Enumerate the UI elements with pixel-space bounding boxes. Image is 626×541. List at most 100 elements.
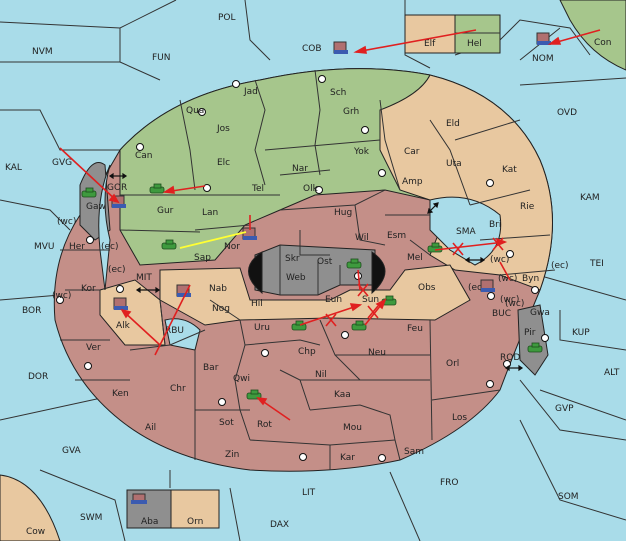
province-label: Aba <box>141 517 158 527</box>
province-orn-shape[interactable] <box>170 489 220 529</box>
sea-label: OVD <box>557 108 577 118</box>
province-label: Neu <box>368 348 386 358</box>
province-label: Qua <box>186 106 204 116</box>
province-elf-shape[interactable] <box>404 14 456 54</box>
province-label: Uru <box>254 323 270 333</box>
province-label: Orn <box>187 517 203 527</box>
province-label: Nar <box>292 164 308 174</box>
army-unit[interactable] <box>149 183 165 194</box>
fleet-unit[interactable] <box>480 279 495 292</box>
province-label: Car <box>404 147 420 157</box>
province-label: Gwa <box>530 308 550 318</box>
army-unit[interactable] <box>427 242 443 253</box>
province-label: Eld <box>446 119 460 129</box>
sea-label: SOM <box>558 492 579 502</box>
province-label: Skr <box>285 254 300 264</box>
province-label: Mou <box>343 423 362 433</box>
strait-labels: GOR SMA MIT RBU BUC ROD <box>107 183 520 363</box>
sea-label: DOR <box>28 372 48 382</box>
army-unit[interactable] <box>291 320 307 331</box>
sea-label: SWM <box>80 513 102 523</box>
province-black-west <box>248 251 263 295</box>
strait-arrows <box>108 172 524 372</box>
province-label: Kar <box>340 453 355 463</box>
province-label: Sch <box>330 88 346 98</box>
province-label: Obs <box>418 283 436 293</box>
province-label: Qwi <box>233 374 250 384</box>
province-label: Elc <box>217 158 230 168</box>
province-label: Nor <box>224 242 240 252</box>
coast-labels: (wc) (ec) (wc) (ec) (ec) (wc) (wc) (ec) … <box>52 217 569 309</box>
region-inner-tan <box>159 264 471 326</box>
strait-label: RBU <box>165 326 184 336</box>
province-label: Grh <box>343 107 359 117</box>
province-hel-shape[interactable] <box>454 14 501 54</box>
province-label: Feu <box>407 324 423 334</box>
strait-label: MIT <box>136 273 152 283</box>
province-label: Pir <box>524 328 536 338</box>
province-label: Kaa <box>334 390 351 400</box>
province-label: Ost <box>317 257 333 267</box>
coast-label: (ec) <box>468 283 486 293</box>
sea-labels: POL NVM FUN COB NOM Con OVD KAL GVG KAM … <box>5 13 620 537</box>
province-label: Jad <box>243 87 258 97</box>
coast-label: (wc) <box>498 274 517 284</box>
province-label: Chp <box>298 347 316 357</box>
coast-label: (wc) <box>57 217 76 227</box>
army-unit[interactable] <box>346 258 362 269</box>
province-label: Rie <box>520 202 535 212</box>
army-unit[interactable] <box>81 187 97 198</box>
fleet-unit[interactable] <box>333 41 348 54</box>
army-unit[interactable] <box>161 239 177 250</box>
sea-label: GVA <box>62 446 82 456</box>
province-label: Kat <box>502 165 517 175</box>
province-label: Wil <box>355 233 369 243</box>
strait-label: BUC <box>492 309 511 319</box>
province-pir-shape[interactable] <box>517 304 549 376</box>
sea-label: KUP <box>572 328 590 338</box>
province-label: Mel <box>407 253 423 263</box>
fleets <box>111 32 551 504</box>
strait-label: ROD <box>500 353 520 363</box>
province-label: Sot <box>219 418 234 428</box>
sea-label: GVP <box>555 404 574 414</box>
province-label: Alk <box>116 321 131 331</box>
coast-label: (wc) <box>490 255 509 265</box>
fleet-unit[interactable] <box>113 297 128 310</box>
army-unit[interactable] <box>527 342 543 353</box>
province-borders <box>60 69 556 470</box>
province-label: Web <box>286 273 306 283</box>
sea-label: KAL <box>5 163 22 173</box>
move-orders <box>59 29 601 421</box>
province-label: Byn <box>522 274 539 284</box>
province-label: Uta <box>446 159 462 169</box>
failed-order-markers <box>325 237 504 327</box>
province-label: Chr <box>170 384 186 394</box>
province-label: Nil <box>315 370 327 380</box>
fleet-unit[interactable] <box>536 32 551 45</box>
coast-label: (ec) <box>101 242 119 252</box>
fleet-unit[interactable] <box>176 284 191 297</box>
coast-label: (wc) <box>52 291 71 301</box>
province-label: Lan <box>202 208 218 218</box>
sea-label: NVM <box>32 47 53 57</box>
province-label: Jos <box>216 124 230 134</box>
sea-label: FRO <box>440 478 459 488</box>
province-label: Amp <box>402 177 423 187</box>
strait-label: SMA <box>456 227 476 237</box>
province-label: Rot <box>257 420 272 430</box>
region-north-green <box>119 68 461 266</box>
province-label: Bri <box>489 220 501 230</box>
sea-label: NOM <box>532 54 554 64</box>
sea-label: BOR <box>22 306 41 316</box>
army-unit[interactable] <box>351 320 367 331</box>
province-label: Esm <box>387 231 406 241</box>
strait-label: GOR <box>107 183 127 193</box>
fleet-unit[interactable] <box>131 493 147 504</box>
province-label: Hug <box>334 208 352 218</box>
sea-label: TEI <box>589 259 604 269</box>
province-label: Hil <box>251 299 263 309</box>
province-label: Eun <box>325 295 342 305</box>
